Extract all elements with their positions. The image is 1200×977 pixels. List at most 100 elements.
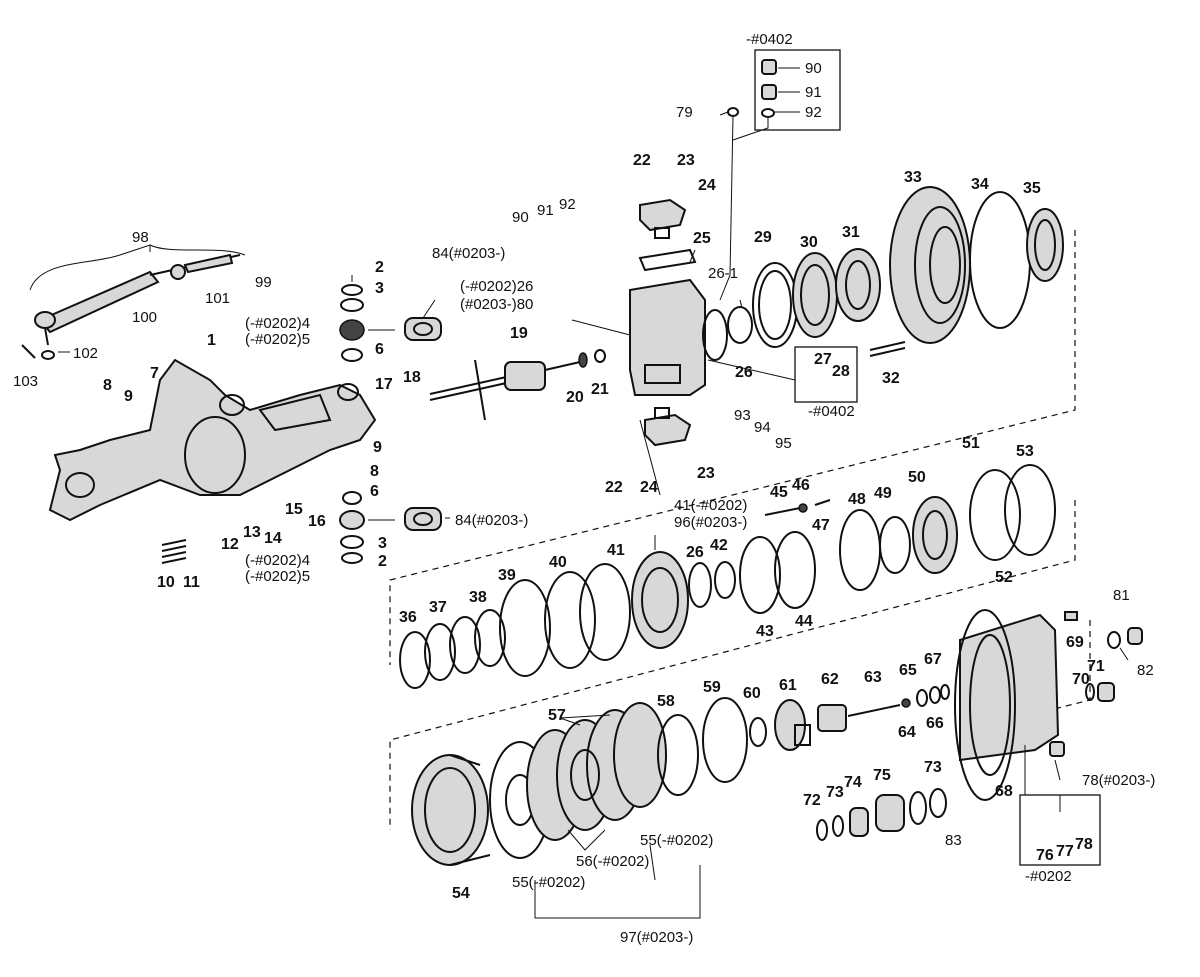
king-pin-cap-lower (644, 407, 692, 447)
label-69: 69 (1066, 634, 1084, 651)
label-46: 46 (792, 477, 810, 494)
plug-81 (1127, 627, 1143, 645)
label-50: 50 (908, 469, 926, 486)
ring-83 (909, 791, 927, 825)
label-91b: 91 (537, 202, 554, 219)
label-56: 56(-#0202) (576, 853, 649, 870)
label-44: 44 (795, 613, 813, 630)
plug-78 (1049, 741, 1065, 757)
bolt-69 (1064, 611, 1078, 621)
label-7: 7 (150, 365, 159, 382)
label-81: 81 (1113, 587, 1130, 604)
label-80-box: (#0203-)80 (460, 296, 533, 313)
box-0402-top (754, 49, 841, 131)
label-8b: 8 (370, 463, 379, 480)
label-42: 42 (710, 537, 728, 554)
label-53: 53 (1016, 443, 1034, 460)
label-16: 16 (308, 513, 326, 530)
label-4b: (-#0202)4 (245, 552, 310, 569)
ring-73b (929, 788, 947, 818)
label-1: 1 (207, 332, 216, 349)
label-64: 64 (898, 724, 916, 741)
label-79: 79 (676, 104, 693, 121)
label-43: 43 (756, 623, 774, 640)
label-35: 35 (1023, 180, 1041, 197)
label-0402b: -#0402 (808, 403, 855, 420)
ring-65 (916, 689, 928, 707)
label-29: 29 (754, 229, 772, 246)
plug-90-box (761, 59, 777, 75)
label-2b: 2 (378, 553, 387, 570)
label-57: 57 (548, 707, 566, 724)
label-2a: 2 (375, 259, 384, 276)
label-6b: 6 (370, 483, 379, 500)
label-17: 17 (375, 376, 393, 393)
label-47: 47 (812, 517, 830, 534)
ring-52 (969, 469, 1021, 561)
label-63: 63 (864, 669, 882, 686)
label-26-box: (-#0202)26 (460, 278, 533, 295)
plate-58 (657, 714, 699, 796)
label-55a: 55(-#0202) (512, 874, 585, 891)
ring-49 (879, 516, 911, 574)
label-11: 11 (183, 574, 200, 591)
label-24a: 24 (698, 177, 716, 194)
hub-seal-29 (752, 262, 798, 348)
ring-72 (816, 819, 828, 841)
label-21: 21 (591, 381, 609, 398)
plug-71 (1097, 682, 1115, 702)
label-23b: 23 (697, 465, 715, 482)
label-101: 101 (205, 290, 230, 307)
label-45: 45 (770, 484, 788, 501)
pinion-62 (817, 704, 847, 732)
label-103: 103 (13, 373, 38, 390)
label-22b: 22 (605, 479, 623, 496)
bearing-74 (849, 807, 869, 837)
label-27: 27 (814, 351, 832, 368)
label-94: 94 (754, 419, 771, 436)
label-54: 54 (452, 885, 470, 902)
label-72: 72 (803, 792, 821, 809)
label-26-1: 26-1 (708, 265, 738, 282)
label-83: 83 (945, 832, 962, 849)
gear-50 (912, 496, 958, 574)
ring-92-box (761, 108, 775, 118)
gear-61 (774, 699, 811, 751)
ring-60 (749, 717, 767, 747)
label-37: 37 (429, 599, 447, 616)
label-99: 99 (255, 274, 272, 291)
label-55b: 55(-#0202) (640, 832, 713, 849)
ring-70 (1085, 683, 1095, 701)
spring-47 (814, 499, 831, 506)
label-3b: 3 (378, 535, 387, 552)
king-pin-cap-upper (639, 198, 687, 239)
label-33: 33 (904, 169, 922, 186)
label-93: 93 (734, 407, 751, 424)
label-41: 41 (607, 542, 625, 559)
label-0202: -#0202 (1025, 868, 1072, 885)
axle-shaft (429, 359, 581, 421)
ring-59 (702, 697, 748, 783)
label-18: 18 (403, 369, 421, 386)
label-77: 77 (1056, 843, 1074, 860)
label-68: 68 (995, 783, 1013, 800)
label-66: 66 (926, 715, 944, 732)
label-95: 95 (775, 435, 792, 452)
plate-48 (839, 509, 881, 591)
label-65: 65 (899, 662, 917, 679)
label-41b: 41(-#0202) (674, 497, 747, 514)
label-74: 74 (844, 774, 862, 791)
o-ring-34 (969, 191, 1031, 329)
washer-64 (901, 698, 911, 708)
label-9a: 9 (124, 388, 133, 405)
tie-rod-assembly (21, 253, 241, 360)
label-12: 12 (221, 536, 239, 553)
label-36: 36 (399, 609, 417, 626)
label-28: 28 (832, 363, 850, 380)
label-90b: 90 (512, 209, 529, 226)
final-housing-68 (954, 609, 1060, 801)
plug-91-box (761, 84, 777, 100)
label-91a: 91 (805, 84, 822, 101)
